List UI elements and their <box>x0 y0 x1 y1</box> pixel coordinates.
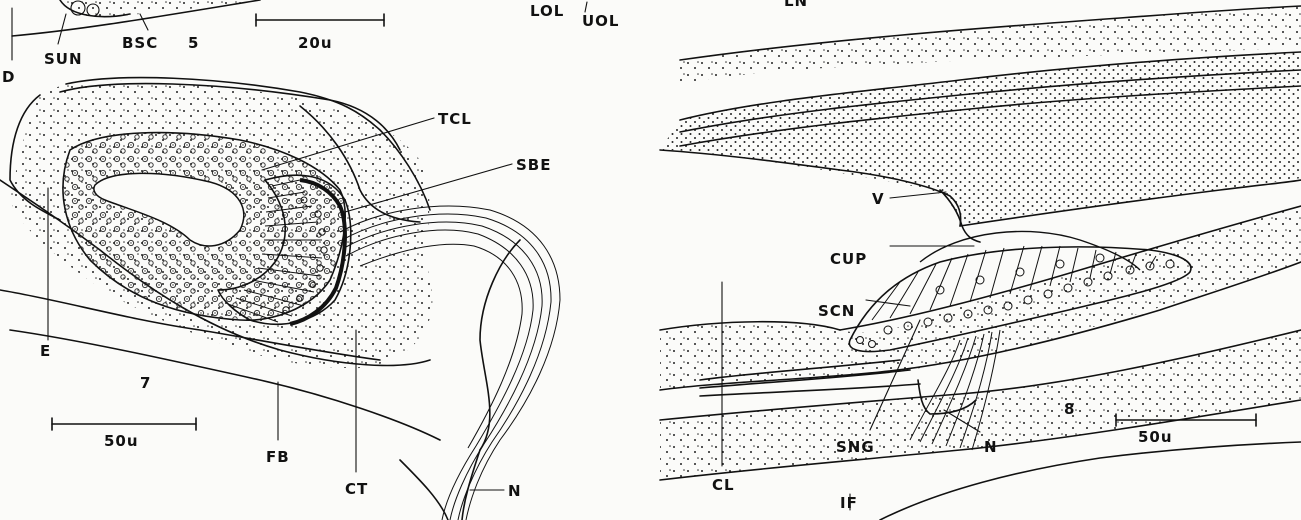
label-lol: LOL <box>530 2 564 20</box>
figure-8-drawing <box>660 52 1301 520</box>
label-sng: SNG <box>836 438 875 456</box>
label-cup: CUP <box>830 250 867 268</box>
scale-label-8: 50u <box>1138 428 1173 446</box>
label-e: E <box>40 342 51 360</box>
label-tcl: TCL <box>438 110 472 128</box>
label-5: 5 <box>188 34 199 52</box>
label-ct: CT <box>345 480 368 498</box>
label-uol: UOL <box>582 12 620 30</box>
label-scn: SCN <box>818 302 855 320</box>
label-sbe: SBE <box>516 156 551 174</box>
label-cl: CL <box>712 476 735 494</box>
label-ln: LN <box>784 0 808 10</box>
scale-label-top: 20u <box>298 34 333 52</box>
label-n-8: N <box>984 438 998 456</box>
label-bsc: BSC <box>122 34 158 52</box>
label-fb: FB <box>266 448 290 466</box>
label-d: D <box>2 68 15 86</box>
label-ae: AE <box>164 0 188 2</box>
label-if: IF <box>840 494 858 512</box>
figure-number-7: 7 <box>140 374 151 392</box>
scale-label-7: 50u <box>104 432 139 450</box>
label-v: V <box>872 190 885 208</box>
label-n-7: N <box>508 482 522 500</box>
label-sun: SUN <box>44 50 83 68</box>
figure-number-8: 8 <box>1064 400 1075 418</box>
